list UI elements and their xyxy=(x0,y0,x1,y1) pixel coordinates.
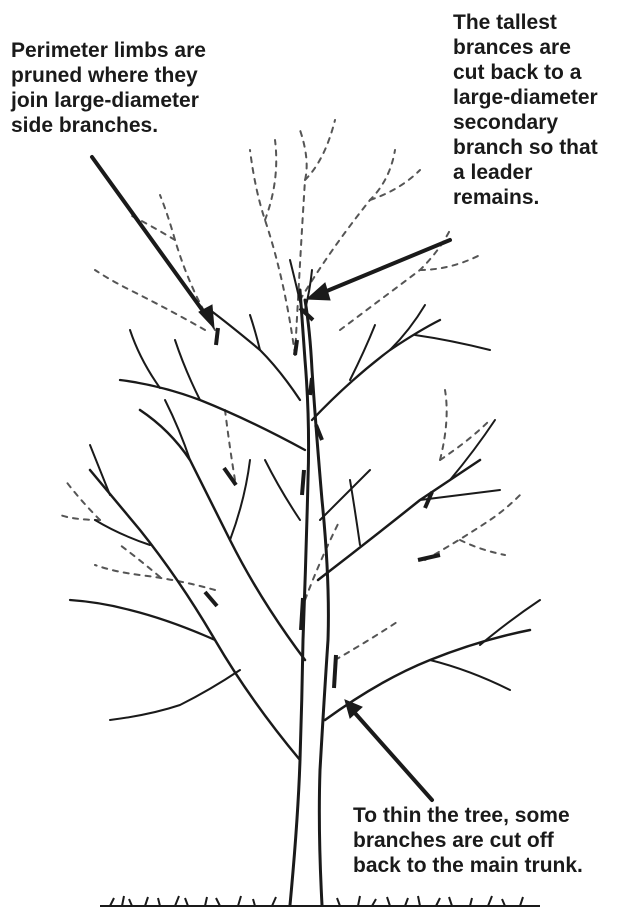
pruned-branches xyxy=(60,120,520,660)
pointer-arrows xyxy=(92,157,450,800)
perimeter-pruning-label: Perimeter limbs are pruned where they jo… xyxy=(11,38,271,138)
ground xyxy=(100,896,540,906)
thinning-label: To thin the tree, some branches are cut … xyxy=(353,803,621,878)
arrow-tallest xyxy=(322,240,450,293)
leader-pruning-label: The tallest brances are cut back to a la… xyxy=(453,10,623,210)
arrow-thin xyxy=(354,712,432,800)
arrow-perimeter xyxy=(92,157,208,318)
